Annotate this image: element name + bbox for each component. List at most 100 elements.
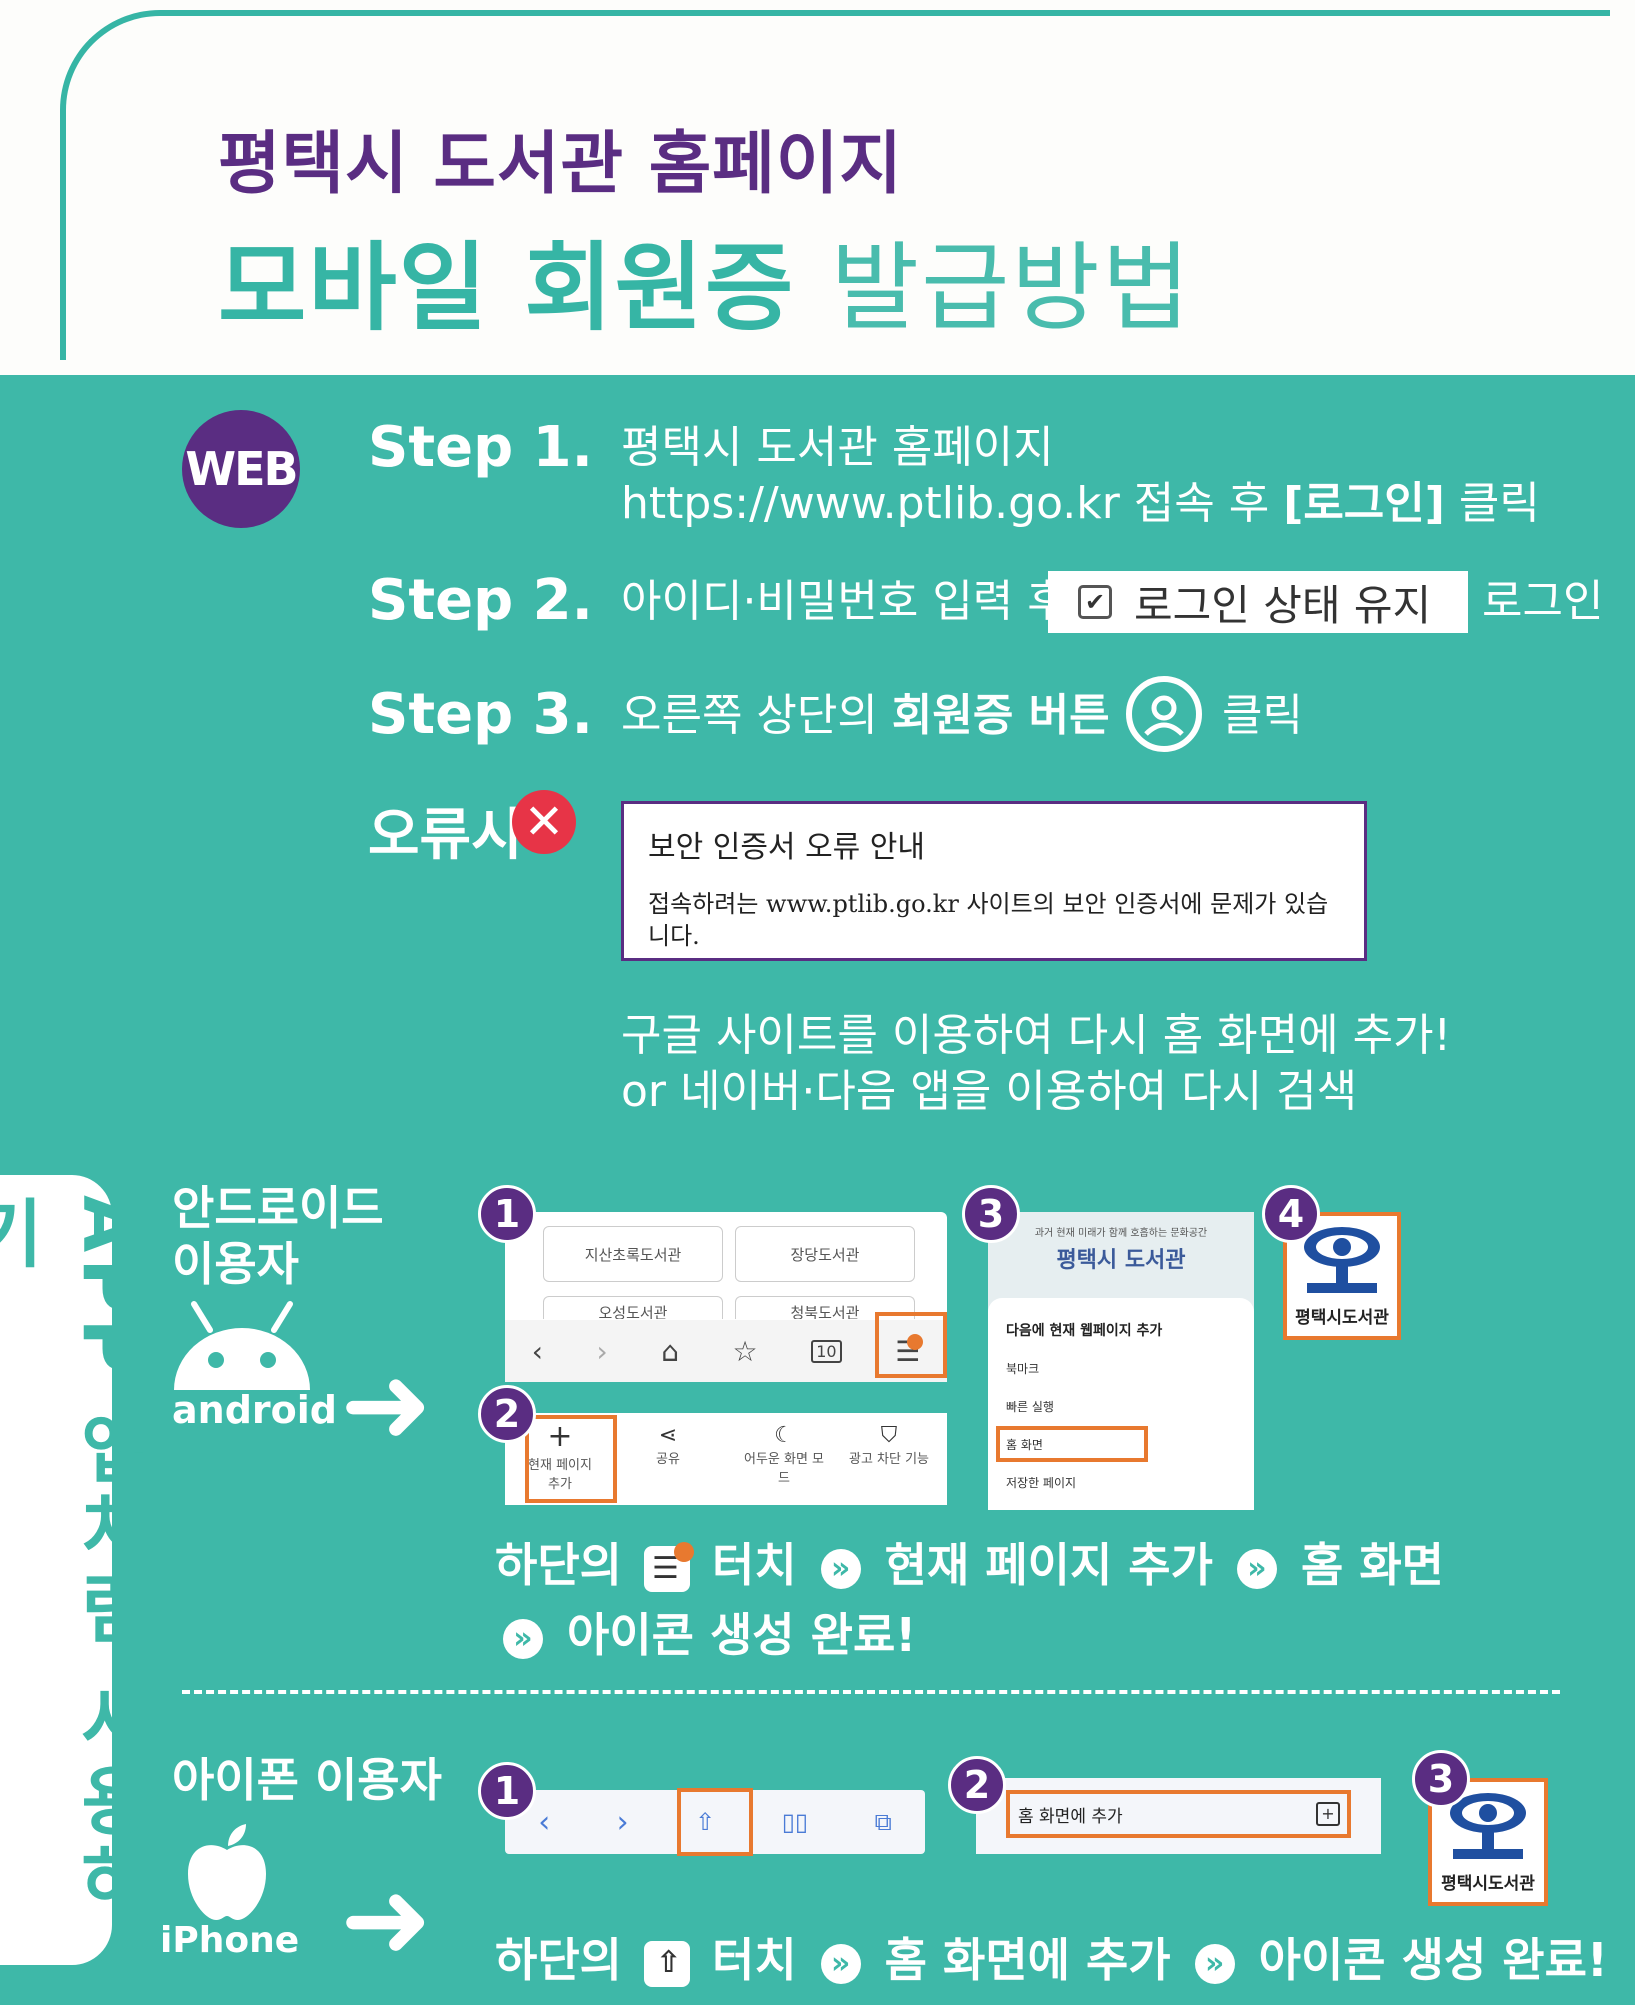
library-tile: 오성도서관 — [543, 1296, 723, 1319]
chevron-right-icon: » — [820, 1548, 861, 1589]
android-robot-icon — [172, 1300, 312, 1404]
library-logo-icon — [1450, 1793, 1526, 1859]
iphone-inst-pre: 하단의 — [495, 1933, 622, 1987]
step3-bold: 회원증 버튼 — [891, 690, 1110, 741]
menu-icon: ☰ — [643, 1541, 694, 1592]
step1-login-text: [로그인] — [1283, 478, 1445, 529]
tabs-icon[interactable]: 10 — [811, 1339, 842, 1363]
page-title-line1: 평택시 도서관 홈페이지 — [218, 125, 903, 204]
keep-login-label: 로그인 상태 유지 — [1134, 580, 1432, 630]
site-tagline: 과거 현재 미래가 함께 호흡하는 문화공간 — [1034, 1228, 1208, 1239]
chevron-right-icon: » — [1236, 1548, 1277, 1589]
android-instruction: 하단의 ☰ 터치 » 현재 페이지 추가 » 홈 화면 » 아이콘 생성 완료! — [495, 1530, 1595, 1670]
dark-mode-label: 어두운 화면 모드 — [743, 1452, 825, 1486]
cert-error-title: 보안 인증서 오류 안내 — [648, 830, 926, 865]
web-badge: WEB — [182, 410, 300, 528]
keep-login-box: ✔ 로그인 상태 유지 — [1048, 571, 1468, 633]
cert-error-body: 접속하려는 www.ptlib.go.kr 사이트의 보안 인증서에 문제가 있… — [648, 890, 1329, 950]
step1-line2: https://www.ptlib.go.kr 접속 후 [로그인] 클릭 — [621, 476, 1540, 532]
shield-icon: ⛉ — [880, 1423, 898, 1448]
iphone-inst-add-home: 홈 화면에 추가 — [884, 1933, 1171, 1987]
sheet-item-home-screen[interactable]: 홈 화면 — [1006, 1438, 1043, 1452]
cert-error-box: 보안 인증서 오류 안내 접속하려는 www.ptlib.go.kr 사이트의 … — [621, 801, 1367, 961]
step3-post: 클릭 — [1222, 690, 1303, 741]
step1-line1: 평택시 도서관 홈페이지 — [621, 422, 1054, 473]
page-title-thin: 발급방법 — [830, 232, 1193, 344]
header-frame-line — [60, 10, 1610, 360]
sheet-item-saved-pages[interactable]: 저장한 페이지 — [1006, 1476, 1077, 1490]
forward-icon[interactable]: › — [596, 1334, 608, 1368]
ad-block-item[interactable]: ⛉ 광고 차단 기능 — [835, 1423, 943, 1467]
step1-text: 평택시 도서관 홈페이지 https://www.ptlib.go.kr 접속 … — [621, 420, 1540, 532]
content-background — [0, 375, 1635, 2005]
android-inst-done: 아이콘 생성 완료! — [567, 1608, 917, 1662]
site-title: 평택시 도서관 — [1056, 1248, 1186, 1273]
add-to-menu-sheet: 다음에 현재 웹페이지 추가 북마크 빠른 실행 홈 화면 저장한 페이지 — [988, 1298, 1254, 1510]
android-inst-home: 홈 화면 — [1300, 1538, 1444, 1592]
tabs-icon[interactable]: ⧉ — [874, 1808, 892, 1836]
share-icon[interactable]: ⇧ — [695, 1808, 716, 1836]
moon-icon: ☾ — [774, 1423, 794, 1448]
menu-highlight — [875, 1312, 947, 1378]
iphone-inst-done: 아이콘 생성 완료! — [1258, 1933, 1608, 1987]
notification-dot-icon — [907, 1334, 923, 1350]
library-tile: 장당도서관 — [735, 1226, 915, 1282]
android-step2-screenshot: + 현재 페이지 추가 ⋖ 공유 ☾ 어두운 화면 모드 ⛉ 광고 차단 기능 — [505, 1413, 947, 1505]
iphone-step1-screenshot: ‹ › ⇧ ▯▯ ⧉ — [505, 1790, 925, 1854]
sheet-title: 다음에 현재 웹페이지 추가 — [1006, 1323, 1163, 1339]
bookmark-star-icon[interactable]: ☆ — [732, 1334, 758, 1368]
android-step1-screenshot: 지산초록도서관 장당도서관 오성도서관 청북도서관 ‹ › ⌂ ☆ 10 ☰ — [505, 1212, 947, 1382]
error-hint-line1: 구글 사이트를 이용하여 다시 홈 화면에 추가! — [621, 1010, 1452, 1061]
iphone-step-number: 3 — [1412, 1750, 1470, 1808]
iphone-step-number: 2 — [948, 1756, 1006, 1814]
add-page-highlight — [525, 1415, 617, 1503]
add-to-home-label[interactable]: 홈 화면에 추가 — [1018, 1807, 1123, 1827]
add-page-item[interactable]: + 현재 페이지 추가 — [525, 1419, 595, 1492]
step2-post: 로그인 — [1482, 576, 1604, 627]
iphone-os-label: iPhone — [160, 1920, 300, 1961]
dark-mode-item[interactable]: ☾ 어두운 화면 모드 — [741, 1423, 827, 1486]
step1-label: Step 1. — [368, 415, 593, 480]
back-icon[interactable]: ‹ — [531, 1334, 543, 1368]
book-icon[interactable]: ▯▯ — [781, 1808, 809, 1836]
chevron-right-icon: » — [1194, 1943, 1235, 1984]
step2-pre: 아이디·비밀번호 입력 후 — [621, 576, 1068, 627]
app-side-title: APP 앱처럼 사용하기 — [0, 1195, 152, 1923]
android-os-label: android — [172, 1388, 337, 1432]
library-logo-icon — [1304, 1227, 1380, 1293]
home-screen-highlight — [996, 1426, 1148, 1462]
share-item[interactable]: ⋖ 공유 — [633, 1423, 703, 1467]
library-tile: 지산초록도서관 — [543, 1226, 723, 1282]
member-card-user-icon — [1126, 676, 1202, 752]
chevron-right-icon: » — [820, 1943, 861, 1984]
add-square-icon: + — [1316, 1802, 1340, 1826]
step3-text: 오른쪽 상단의 회원증 버튼 — [621, 688, 1110, 744]
android-step-number: 4 — [1262, 1185, 1320, 1243]
sheet-item-bookmark[interactable]: 북마크 — [1006, 1362, 1040, 1376]
chevron-right-icon: » — [503, 1618, 543, 1659]
home-icon[interactable]: ⌂ — [661, 1334, 680, 1368]
iphone-step2-screenshot: 홈 화면에 추가 + — [976, 1778, 1381, 1854]
error-label: 오류시 — [368, 803, 523, 868]
error-hint-line2: or 네이버·다음 앱을 이용하여 다시 검색 — [621, 1066, 1358, 1117]
app-side-tab — [0, 1175, 112, 1965]
android-step3-screenshot: 과거 현재 미래가 함께 호흡하는 문화공간 평택시 도서관 다음에 현재 웹페… — [988, 1212, 1254, 1510]
back-icon[interactable]: ‹ — [538, 1804, 551, 1840]
library-logo-name: 평택시도서관 — [1441, 1874, 1535, 1894]
library-app-icon: 평택시도서관 — [1428, 1778, 1548, 1906]
sheet-item-quick-launch[interactable]: 빠른 실행 — [1006, 1400, 1054, 1414]
step2-label: Step 2. — [368, 568, 593, 633]
android-step-number: 1 — [478, 1185, 536, 1243]
android-inst-touch: 터치 — [712, 1538, 797, 1592]
android-step-number: 3 — [962, 1185, 1020, 1243]
forward-icon[interactable]: › — [616, 1804, 629, 1840]
share-label: 공유 — [656, 1452, 680, 1467]
android-inst-pre: 하단의 — [495, 1538, 622, 1592]
checkbox-checked-icon: ✔ — [1078, 585, 1112, 619]
apple-icon — [182, 1822, 272, 1926]
share-icon: ⇧ — [643, 1940, 690, 1987]
step3-label: Step 3. — [368, 682, 593, 747]
error-x-icon: ✕ — [512, 790, 576, 854]
step1-click-text: 클릭 — [1444, 478, 1540, 529]
section-divider — [182, 1690, 1560, 1694]
